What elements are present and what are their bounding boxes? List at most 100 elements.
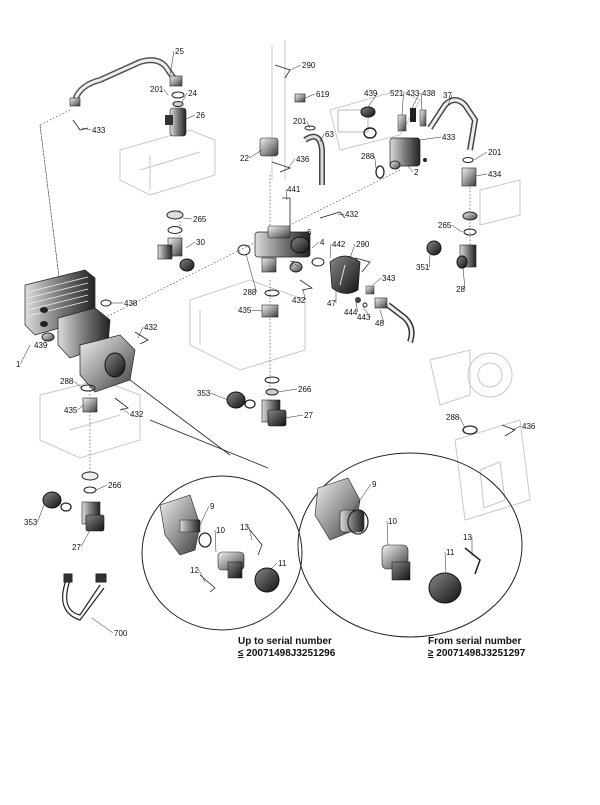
part-label-4: 4 [320,238,325,247]
part-label-521: 521 [390,89,404,98]
leader-line-10 [214,529,217,553]
part-label-435: 435 [64,406,78,415]
leader-line-22 [248,149,263,159]
leader-line-266 [277,388,298,393]
part-label-441: 441 [287,185,301,194]
leader-line-9 [351,483,372,513]
leader-line-353 [210,392,229,401]
part-label-343: 343 [382,274,396,283]
leader-line-12 [198,569,206,583]
leader-line-24 [181,92,188,103]
leader-line-25 [169,50,175,76]
caption-left-serial: ≤ 20071498J3251296 [238,648,335,660]
part-label-48: 48 [375,319,384,328]
part-label-436: 436 [296,155,310,164]
leader-line-48 [379,309,385,324]
part-label-438: 438 [124,299,138,308]
part-label-266: 266 [108,481,122,490]
leader-line-521 [401,92,404,116]
part-label-63: 63 [325,130,334,139]
part-label-201: 201 [150,85,164,94]
leader-line-439 [367,92,378,108]
leader-line-288 [245,253,257,293]
leader-line-28 [462,267,466,290]
leader-line-27 [80,529,91,548]
tap-27-lower [42,471,105,532]
part-label-435: 435 [238,306,252,315]
part-label-444: 444 [344,308,358,317]
leader-line-4 [311,241,320,249]
part-label-351: 351 [416,263,430,272]
leader-line-619 [304,93,316,99]
leader-line-27 [284,414,304,419]
leader-line-432 [121,407,130,415]
background-mounting-frames [39,40,531,521]
part-label-432: 432 [130,410,144,419]
part-label-432: 432 [292,296,306,305]
leader-line-436 [511,425,522,431]
part-label-26: 26 [196,111,205,120]
part-label-27: 27 [304,411,313,420]
leader-line-201 [473,151,488,161]
part-label-700: 700 [114,629,128,638]
caption-right-serial: ≥ 20071498J3251297 [428,648,525,660]
part-label-6: 6 [307,228,312,237]
caption-right-serial-number: 20071498J3251297 [433,648,526,659]
caption-right-symbol: ≥ [428,648,434,659]
leader-line-63 [319,133,325,143]
caption-right: From serial number ≥ 20071498J3251297 [428,636,525,660]
right-valve-group [337,97,479,269]
tap-27-upper [226,376,287,427]
caption-left-symbol: ≤ [238,648,244,659]
part-label-353: 353 [197,389,211,398]
part-label-290: 290 [356,240,370,249]
part-label-9: 9 [372,480,377,489]
part-label-439: 439 [364,89,378,98]
detail-callout-lines [129,379,269,469]
part-label-432: 432 [345,210,359,219]
leader-line-37 [447,94,453,106]
part-label-433: 433 [92,126,106,135]
leader-line-435 [77,404,85,411]
leader-line-11 [444,551,447,574]
part-label-439: 439 [34,341,48,350]
leader-line-201 [306,120,311,129]
caption-right-title: From serial number [428,636,522,647]
leader-line-11 [269,562,278,571]
part-label-265: 265 [193,215,207,224]
leader-line-1 [20,344,31,365]
pipe-25-assembly [69,57,187,137]
part-label-288: 288 [60,377,74,386]
leader-line-433 [411,92,420,109]
tap-30-assembly [157,210,195,272]
part-label-10: 10 [388,517,397,526]
leader-line-10 [386,520,389,546]
leader-line-700 [91,617,114,634]
part-label-443: 443 [357,313,371,322]
part-label-434: 434 [488,170,502,179]
leader-line-30 [185,241,196,249]
part-label-10: 10 [216,526,225,535]
part-label-432: 432 [144,323,158,332]
part-label-37: 37 [443,91,452,100]
leader-line-290 [289,64,302,71]
leader-line-432 [337,213,345,216]
caption-left: Up to serial number ≤ 20071498J3251296 [238,636,335,660]
leader-line-441 [285,188,288,201]
part-label-265: 265 [438,221,452,230]
caption-left-serial-number: 20071498J3251296 [243,648,336,659]
leader-line-438 [420,92,423,111]
part-label-27: 27 [72,543,81,552]
part-label-438: 438 [422,89,436,98]
part-label-24: 24 [188,89,197,98]
leader-line-439 [43,339,48,346]
leader-line-436 [287,158,296,169]
pump-side-parts [462,424,516,437]
leader-line-443 [362,306,371,318]
leader-line-444 [355,301,358,313]
detail-ellipse-left [141,475,303,631]
leader-line-290 [349,243,356,259]
leader-line-9 [199,505,210,526]
part-label-201: 201 [488,148,502,157]
